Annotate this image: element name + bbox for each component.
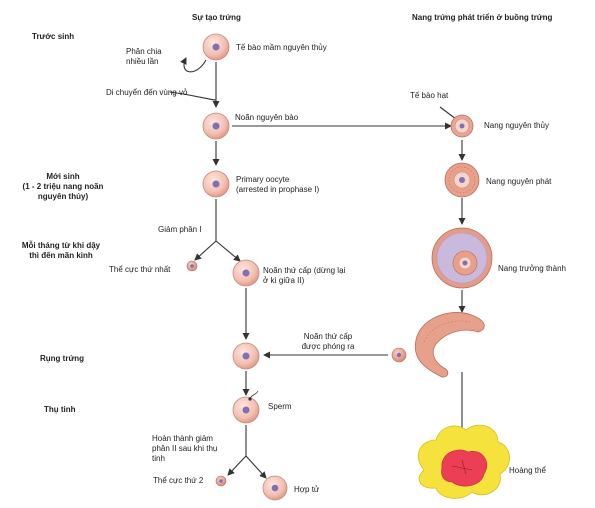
corpus-luteum — [417, 424, 510, 499]
label-granulosa: Tế bào hạt — [410, 91, 449, 100]
arrow-to-second-polar-body — [227, 455, 247, 476]
released-oocyte-cell — [391, 347, 407, 363]
arrow-migration — [169, 91, 217, 101]
label-migration: Di chuyển đến vùng vỏ — [106, 88, 188, 97]
stage-monthly: Mỗi tháng từ khi dậy thì đến mãn kinh — [21, 241, 101, 260]
second-polar-body-cell — [215, 475, 227, 487]
label-meiosis-1: Giảm phân I — [158, 225, 202, 234]
first-polar-body-cell — [186, 260, 198, 272]
primordial-follicle — [450, 114, 474, 138]
label-zygote: Hợp tử — [294, 485, 320, 494]
oogonium-cell — [202, 112, 230, 140]
germ-cell — [202, 33, 230, 61]
label-corpus-luteum: Hoàng thể — [509, 466, 546, 475]
stage-before-birth: Trước sinh — [32, 32, 75, 41]
stage-ovulation: Rụng trứng — [40, 354, 85, 363]
label-secondary-oocyte: Noãn thứ cấp (dừng lại ở kì giữa II) — [263, 266, 346, 285]
arrow-division-loop — [180, 57, 207, 73]
arrow-to-first-polar-body — [194, 240, 217, 261]
header-oogenesis: Sự tạo trứng — [192, 13, 241, 22]
growing-follicle — [444, 162, 480, 198]
label-mature-follicle: Nang trưởng thành — [498, 264, 566, 273]
secondary-oocyte-cell — [232, 259, 260, 287]
label-germ-cell: Tế bào mầm nguyên thủy — [236, 43, 327, 52]
label-first-polar-body: Thể cực thứ nhất — [109, 265, 171, 274]
label-repeated-division: Phân chia nhiều lần — [126, 47, 162, 66]
oogenesis-arrows — [169, 57, 452, 479]
fertilized-oocyte-cell — [232, 390, 260, 424]
label-complete-meiosis-2: Hoàn thành giảm phân II sau khi thụ tinh — [152, 434, 218, 463]
stage-fertilization: Thụ tinh — [44, 405, 76, 414]
arrow-to-secondary-oocyte — [215, 240, 241, 262]
sperm-tail — [249, 390, 259, 399]
label-sperm: Sperm — [268, 402, 292, 411]
sperm-head — [248, 397, 252, 401]
mature-follicle — [431, 227, 493, 289]
arrow-to-zygote — [245, 455, 267, 479]
label-second-polar-body: Thể cực thứ 2 — [153, 476, 204, 485]
ruptured-follicle — [414, 312, 485, 378]
header-follicle-development: Nang trứng phát triển ở buồng trứng — [412, 13, 553, 22]
primary-oocyte-cell — [202, 170, 230, 198]
ovulated-oocyte-cell — [232, 342, 260, 370]
label-primary-oocyte: Primary oocyte (arrested in prophase I) — [236, 175, 320, 194]
label-oogonium: Noãn nguyên bào — [235, 113, 299, 122]
label-growing-follicle: Nang nguyên phát — [486, 177, 552, 186]
zygote-cell — [262, 475, 288, 501]
pointer-granulosa — [439, 106, 457, 120]
label-released-oocyte: Noãn thứ cấp được phóng ra — [301, 332, 355, 351]
label-primordial-follicle: Nang nguyên thủy — [484, 121, 549, 130]
stage-newborn: Mới sinh (1 - 2 triệu nang noãn nguyên t… — [22, 172, 104, 201]
follicle-arrows — [439, 106, 466, 439]
